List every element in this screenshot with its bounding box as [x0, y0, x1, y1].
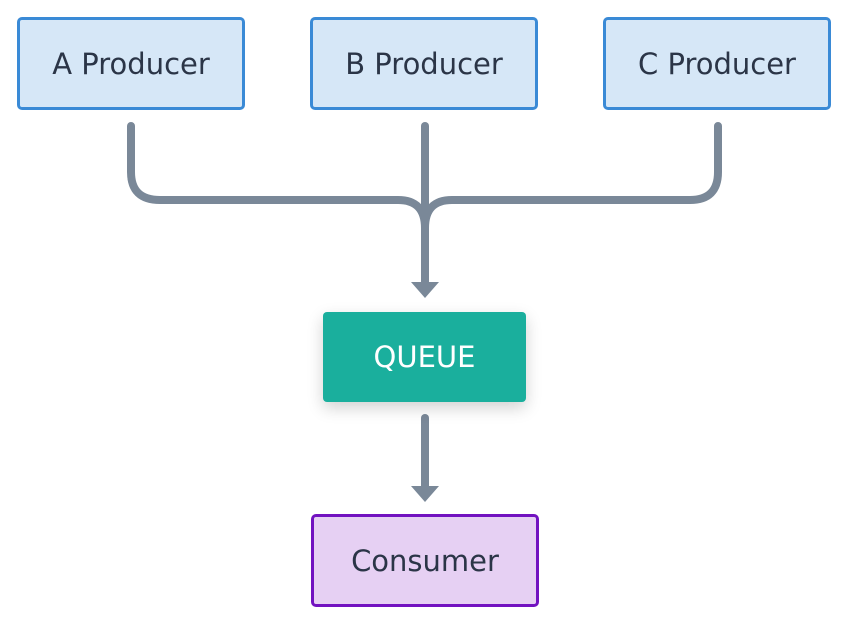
producer-c-label: C Producer	[638, 46, 796, 81]
queue-label: QUEUE	[373, 340, 476, 374]
queue-node: QUEUE	[323, 312, 526, 402]
producer-b-label: B Producer	[345, 46, 503, 81]
consumer-node: Consumer	[311, 514, 539, 607]
producer-a-node: A Producer	[17, 17, 245, 110]
connector-a-to-queue	[127, 122, 429, 232]
arrowhead-into-queue	[411, 282, 439, 298]
producer-a-label: A Producer	[52, 46, 210, 81]
arrowhead-into-consumer	[411, 486, 439, 502]
producer-c-node: C Producer	[603, 17, 831, 110]
producer-b-node: B Producer	[310, 17, 538, 110]
consumer-label: Consumer	[351, 543, 499, 578]
connector-c-to-queue	[421, 122, 722, 232]
